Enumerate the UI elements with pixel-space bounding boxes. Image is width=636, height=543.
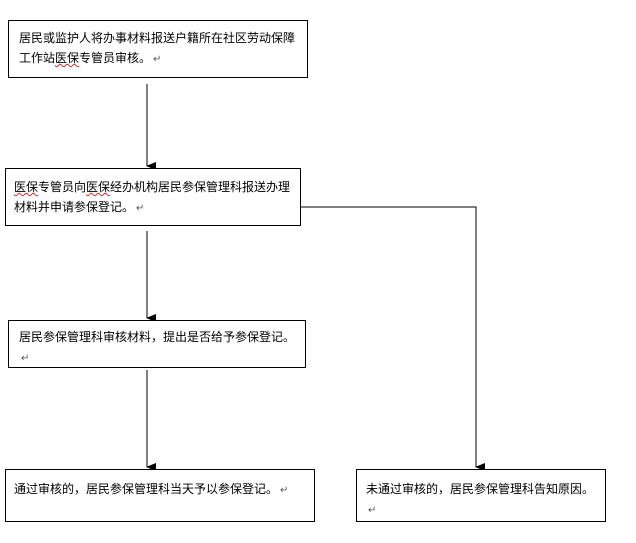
return-mark-icon: ↵ [368,505,377,516]
step-report-text-b: 经办机构居民参保管理科报送办理材料并申请参保登记。 [14,180,291,214]
return-mark-icon: ↵ [21,353,30,364]
outcome-approved-text: 通过审核的，居民参保管理科当天予以参保登记。 [14,482,279,496]
outcome-rejected-box: 未通过审核的，居民参保管理科告知原因。 ↵ [356,469,606,522]
return-mark-icon: ↵ [280,485,289,496]
outcome-rejected-text: 未通过审核的，居民参保管理科告知原因。 [366,482,595,496]
outcome-approved-box: 通过审核的，居民参保管理科当天予以参保登记。↵ [5,469,315,522]
step-review-box: 居民参保管理科审核材料，提出是否给予参保登记。 ↵ [8,320,306,368]
return-mark-icon: ↵ [153,54,162,65]
step-report-text-underlined-2: 医保 [86,180,111,194]
step-submit-text-underlined: 医保 [55,51,80,65]
step-review-text: 居民参保管理科审核材料，提出是否给予参保登记。 [19,330,296,344]
step-submit-text-a: 居民或监护人将办事材料报送户籍所在社区劳动保障工作站 [19,31,296,65]
return-mark-icon: ↵ [136,203,145,214]
step-submit-materials-box: 居民或监护人将办事材料报送户籍所在社区劳动保障工作站医保专管员审核。↵ [8,20,308,78]
step-submit-text-b: 专管员审核。 [79,51,152,65]
step-report-apply-box: 医保专管员向医保经办机构居民参保管理科报送办理材料并申请参保登记。↵ [5,168,301,226]
step-report-text-a: 专管员向 [38,180,87,194]
step-report-text-underlined: 医保 [14,180,39,194]
arrow-step2-to-rejected [301,206,485,471]
